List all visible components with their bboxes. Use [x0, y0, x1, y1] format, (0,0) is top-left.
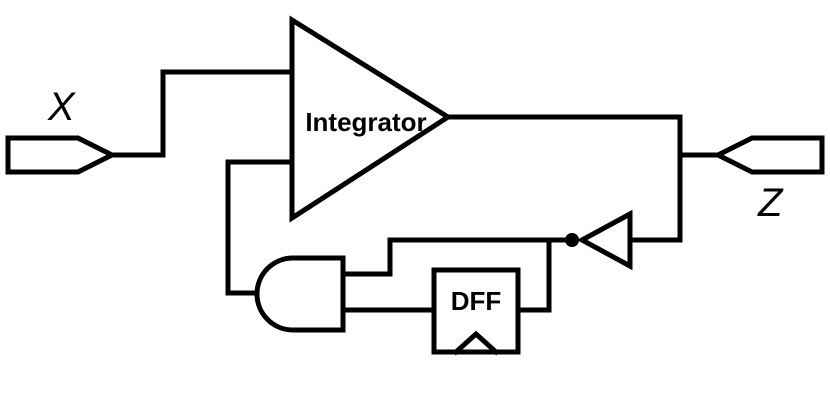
wire-integrator-output [445, 114, 683, 243]
input-port-label: X [47, 85, 76, 129]
dff-clock-icon [452, 330, 500, 356]
wire-inverter-to-dff [515, 237, 552, 313]
output-port-label: Z [757, 181, 784, 225]
wire-and-to-integrator [225, 159, 295, 296]
wire-inverter-to-and [340, 237, 575, 277]
inverter-gate[interactable] [576, 209, 633, 271]
wire-input-to-integrator [109, 69, 295, 158]
integrator-block[interactable] [289, 15, 453, 223]
dff-label: DFF [451, 286, 502, 316]
input-port[interactable] [5, 135, 118, 175]
dff-block[interactable] [431, 267, 521, 355]
integrator-label: Integrator [305, 107, 426, 137]
and-gate[interactable] [254, 255, 346, 333]
output-port[interactable] [712, 135, 825, 175]
